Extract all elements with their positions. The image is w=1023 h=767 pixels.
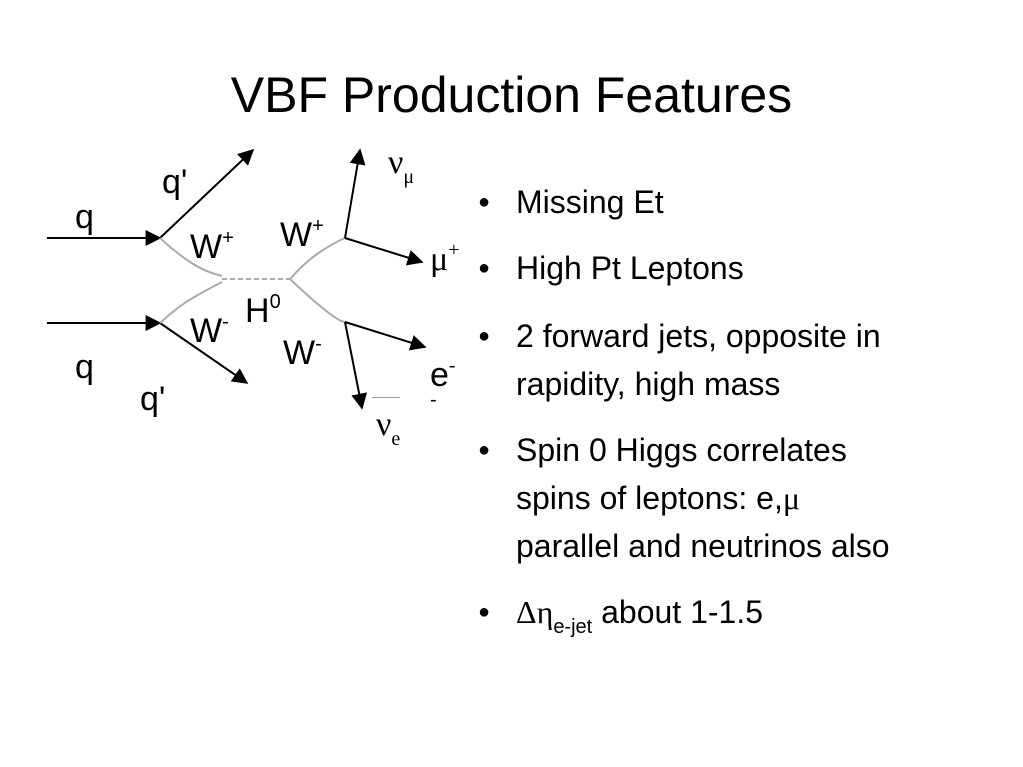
e-minus-sup: - [448,355,456,377]
w-minus-left-sup: - [222,311,229,333]
label-q-bottom: q [75,348,94,386]
label-nu-mu: νμ [388,144,414,188]
bullet-text: Spin 0 Higgs correlates spins of leptons… [516,426,1016,570]
feynman-diagram [47,148,427,410]
nu-mu-sub: μ [403,166,415,188]
w-minus-left-propagator [159,281,223,324]
nu-e-sub: e [391,428,401,450]
w-minus-right-sup: - [315,333,322,355]
e-minus-text: e [430,356,449,394]
w-plus-right-text: W [280,216,313,254]
bullet-text: Missing Et [516,184,664,220]
w-minus-right-propagator [289,278,346,323]
mu-symbol: μ [782,480,800,516]
bullet-dot-icon: ● [478,191,491,213]
mu-plus-line [344,237,424,266]
w-minus-left-text: W [190,312,223,350]
w-plus-left-text: W [190,228,223,266]
label-e-minus-extra: - [430,389,437,411]
bullet-text: High Pt Leptons [516,250,744,286]
outgoing-quark-bottom-line [159,322,249,384]
spin-text-prefix: Spin 0 Higgs correlates spins of leptons… [516,432,847,516]
label-qprime-top: q' [162,163,188,201]
label-nu-e: νe [376,406,400,450]
label-w-minus-right: W- [283,333,322,372]
bullet-dot-icon: ● [478,439,491,461]
w-minus-right-text: W [283,334,316,372]
nu-mu-line [344,148,366,239]
label-w-plus-left: W+ [190,227,234,266]
higgs-sup: 0 [269,291,281,313]
bullet-dot-icon: ● [478,601,491,623]
label-higgs: H0 [245,291,281,330]
label-q-top: q [75,198,94,236]
w-plus-left-sup: + [222,227,234,249]
outgoing-quark-top-line [159,148,255,239]
delta-eta-symbol: Δη [516,594,554,630]
label-mu-plus: μ+ [430,240,460,278]
antineutrino-bar [372,397,400,398]
mu-plus-sup: + [448,239,460,261]
bullet-dot-icon: ● [478,257,491,279]
bullet-dot-icon: ● [478,325,491,347]
mu-plus-text: μ [430,241,449,278]
w-plus-right-propagator [289,237,346,280]
nu-e-line [344,321,368,410]
bullet-text: 2 forward jets, opposite in rapidity, hi… [516,318,881,402]
label-qprime-bottom: q' [140,380,166,418]
nu-mu-text: ν [388,144,404,181]
w-plus-left-propagator [159,237,223,277]
slide-title: VBF Production Features [230,67,793,123]
label-w-plus-right: W+ [280,215,324,254]
higgs-text: H [245,292,270,330]
label-w-minus-left: W- [190,311,229,350]
label-e-minus: e- [430,355,456,394]
bullet-text: Δηe-jet about 1-1.5 [516,588,1016,641]
delta-eta-subscript: e-jet [553,616,593,638]
delta-eta-suffix: about 1-1.5 [592,594,764,630]
w-plus-right-sup: + [312,215,324,237]
spin-text-suffix: parallel and neutrinos also [516,528,890,564]
e-minus-line [344,321,427,351]
nu-e-text: ν [376,406,392,443]
